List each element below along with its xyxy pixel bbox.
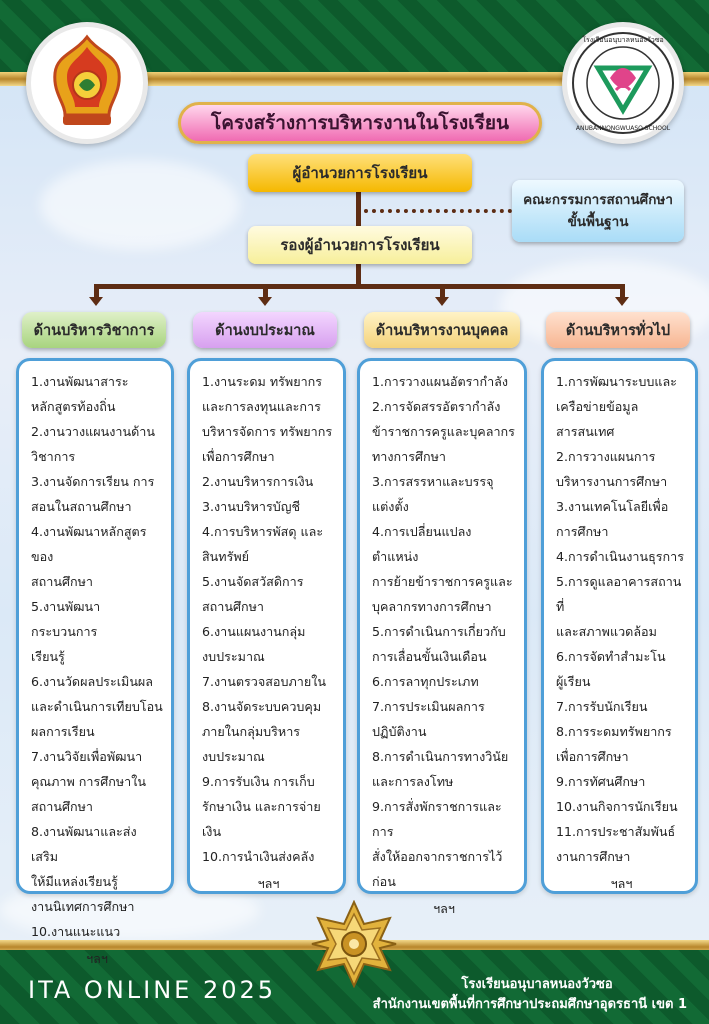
task-item: 3.การสรรหาและบรรจุ แต่งตั้ง <box>372 474 494 514</box>
task-item: 5.การดูแลอาคารสถานที่ และสภาพแวดล้อม <box>556 574 682 639</box>
task-item: 9.การทัศนศึกษา <box>556 774 646 789</box>
connector-line <box>620 284 625 298</box>
task-item: 9.การรับเงิน การเก็บ รักษาเงิน และการจ่า… <box>202 774 321 839</box>
department-tasks-budget: 1.งานระดม ทรัพยากร และการลงทุนและการ บริ… <box>187 358 346 894</box>
arrow-down-icon <box>435 297 449 306</box>
connector-line <box>94 284 99 298</box>
page-title: โครงสร้างการบริหารงานในโรงเรียน <box>178 102 542 144</box>
arrow-down-icon <box>258 297 272 306</box>
task-item: 1.การวางแผนอัตรากำลัง <box>372 374 509 389</box>
department-header-budget: ด้านงบประมาณ <box>193 312 337 348</box>
school-logo: โรงเรียนอนุบาลหนองวัวซอ ANUBANNONGWUASO … <box>562 22 684 144</box>
task-item: 5.งานพัฒนากระบวนการ เรียนรู้ <box>31 599 101 664</box>
task-item: 6.การจัดทำสำมะโน ผู้เรียน <box>556 649 666 689</box>
task-item: 5.การดำเนินการเกี่ยวกับ การเลื่อนขั้นเงิ… <box>372 624 506 664</box>
ita-online-label: ITA ONLINE 2025 <box>28 976 277 1004</box>
task-item: 6.การลาทุกประเภท <box>372 674 479 689</box>
task-item: 8.งานจัดระบบควบคุม ภายในกลุ่มบริหาร งบปร… <box>202 699 322 764</box>
deputy-director-box: รองผู้อำนวยการโรงเรียน <box>248 226 472 264</box>
department-header-academic: ด้านบริหารวิชาการ <box>22 312 166 348</box>
footer-office-name: สำนักงานเขตพื้นที่การศึกษาประถมศึกษาอุดร… <box>372 997 687 1012</box>
task-item: 8.งานพัฒนาและส่งเสริม ให้มีแหล่งเรียนรู้… <box>31 824 137 914</box>
task-item: 6.งานวัดผลประเมินผล และดำเนินการเทียบโอน… <box>31 674 163 739</box>
school-board-box: คณะกรรมการสถานศึกษา ขั้นพื้นฐาน <box>512 180 684 242</box>
school-logo-top-text: โรงเรียนอนุบาลหนองวัวซอ <box>582 35 663 44</box>
footer-school-info: โรงเรียนอนุบาลหนองวัวซอ สำนักงานเขตพื้นท… <box>307 975 687 1015</box>
task-item: 10.งานแนะแนว <box>31 924 121 939</box>
task-item: 5.งานจัดสวัสดิการ สถานศึกษา <box>202 574 304 614</box>
connector-line <box>94 284 625 289</box>
etc-label: ฯลฯ <box>433 901 455 916</box>
task-item: 7.งานตรวจสอบภายใน <box>202 674 326 689</box>
connector-line <box>263 284 268 298</box>
board-line2: ขั้นพื้นฐาน <box>567 214 629 230</box>
footer-school-name: โรงเรียนอนุบาลหนองวัวซอ <box>461 977 613 992</box>
task-item: 4.การบริหารพัสดุ และ สินทรัพย์ <box>202 524 324 564</box>
task-item: 4.การดำเนินงานธุรการ <box>556 549 684 564</box>
task-item: 3.งานจัดการเรียน การ สอนในสถานศึกษา <box>31 474 155 514</box>
board-line1: คณะกรรมการสถานศึกษา <box>523 192 673 208</box>
etc-label: ฯลฯ <box>86 951 108 966</box>
task-item: 1.งานพัฒนาสาระ หลักสูตรท้องถิ่น <box>31 374 129 414</box>
department-tasks-personnel: 1.การวางแผนอัตรากำลัง 2.การจัดสรรอัตรากำ… <box>357 358 527 916</box>
director-box: ผู้อำนวยการโรงเรียน <box>248 154 472 192</box>
task-item: 4.การเปลี่ยนแปลงตำแหน่ง การย้ายข้าราชการ… <box>372 524 513 614</box>
arrow-down-icon <box>615 297 629 306</box>
department-header-personnel: ด้านบริหารงานบุคคล <box>364 312 520 348</box>
connector-line <box>440 284 445 298</box>
task-item: 3.งานเทคโนโลยีเพื่อ การศึกษา <box>556 499 669 539</box>
task-item: 8.การดำเนินการทางวินัย และการลงโทษ <box>372 749 509 789</box>
task-item: 1.การพัฒนาระบบและ เครือข่ายข้อมูล สารสนเ… <box>556 374 677 439</box>
task-item: 7.การประเมินผลการ ปฏิบัติงาน <box>372 699 485 739</box>
task-item: 7.งานวิจัยเพื่อพัฒนา คุณภาพ การศึกษาใน ส… <box>31 749 146 814</box>
task-item: 2.การวางแผนการ บริหารงานการศึกษา <box>556 449 668 489</box>
task-item: 2.การจัดสรรอัตรากำลัง ข้าราชการครูและบุค… <box>372 399 515 464</box>
arrow-down-icon <box>89 297 103 306</box>
task-item: 8.การระดมทรัพยากร เพื่อการศึกษา <box>556 724 672 764</box>
task-item: 10.การนำเงินส่งคลัง <box>202 849 315 864</box>
task-item: 10.งานกิจการนักเรียน <box>556 799 678 814</box>
connector-line <box>356 264 361 286</box>
task-item: 2.งานวางแผนงานด้าน วิชาการ <box>31 424 155 464</box>
gold-ornament-icon <box>310 899 398 989</box>
task-item: 7.การรับนักเรียน <box>556 699 648 714</box>
department-header-general: ด้านบริหารทั่วไป <box>546 312 690 348</box>
connector-line <box>356 192 361 226</box>
task-item: 11.การประชาสัมพันธ์ งานการศึกษา <box>556 824 676 864</box>
etc-label: ฯลฯ <box>610 876 633 891</box>
task-item: 1.งานระดม ทรัพยากร และการลงทุนและการ บริ… <box>202 374 333 464</box>
etc-label: ฯลฯ <box>257 876 280 891</box>
obec-emblem-logo <box>26 22 148 144</box>
school-logo-bottom-text: ANUBANNONGWUASO SCHOOL <box>576 125 671 132</box>
dotted-connector <box>364 209 512 213</box>
task-item: 2.งานบริหารการเงิน <box>202 474 314 489</box>
cloud-decoration <box>40 160 240 250</box>
task-item: 4.งานพัฒนาหลักสูตรของ สถานศึกษา <box>31 524 147 589</box>
department-tasks-general: 1.การพัฒนาระบบและ เครือข่ายข้อมูล สารสนเ… <box>541 358 698 894</box>
task-item: 3.งานบริหารบัญชี <box>202 499 301 514</box>
task-item: 9.การสั่งพักราชการและการ สั่งให้ออกจากรา… <box>372 799 503 889</box>
top-gold-stripe <box>0 72 709 86</box>
department-tasks-academic: 1.งานพัฒนาสาระ หลักสูตรท้องถิ่น 2.งานวาง… <box>16 358 174 966</box>
task-item: 6.งานแผนงานกลุ่ม งบประมาณ <box>202 624 306 664</box>
